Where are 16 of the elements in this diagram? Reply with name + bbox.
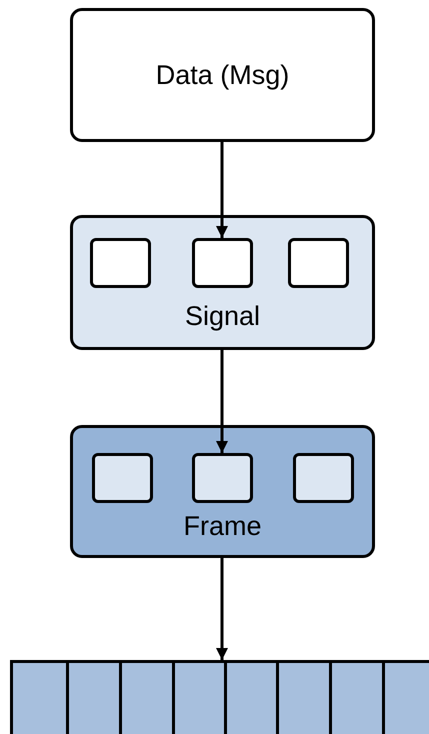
- arrow: [216, 142, 228, 238]
- slot-box: [288, 238, 349, 288]
- node-label: Signal: [184, 301, 260, 331]
- slot-box: [192, 453, 253, 503]
- slot-box: [192, 238, 253, 288]
- signal-box: [70, 215, 375, 350]
- slot-box: [293, 453, 354, 503]
- slot-box: [92, 453, 153, 503]
- cell-bar: [10, 660, 429, 734]
- node-label: Data (Msg): [156, 58, 290, 92]
- frame-box: [70, 425, 375, 558]
- data-box: [70, 8, 375, 142]
- arrow: [216, 350, 228, 453]
- slot-box: [90, 238, 151, 288]
- node-label: Frame: [183, 511, 262, 541]
- arrow: [216, 558, 228, 660]
